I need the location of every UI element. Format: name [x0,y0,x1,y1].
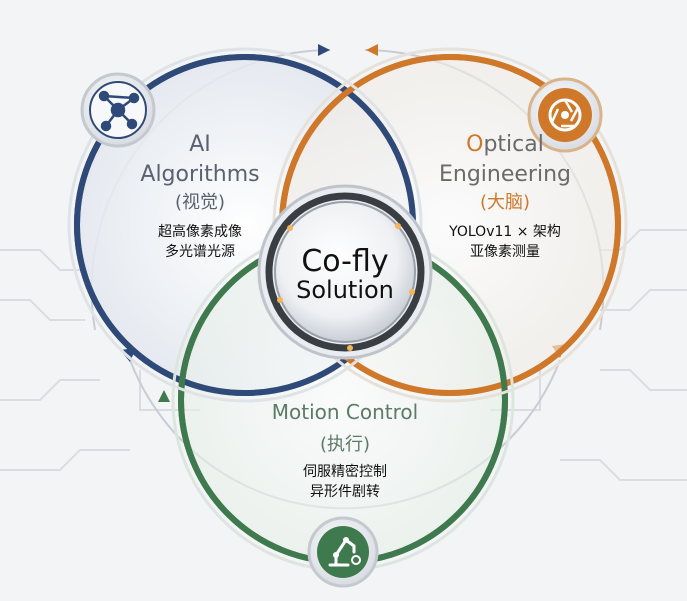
glow-dot [395,223,401,229]
robot-arm-icon [307,516,379,588]
optical-description: YOLOv11 × 架构 亚像素测量 [410,222,600,262]
optical-title-accent: O [466,132,484,157]
motion-desc-line2: 异形件剧转 [310,484,380,500]
arrow-top-right [366,44,378,56]
optical-subtitle: (大脑) [479,192,531,213]
network-nodes-icon [80,72,156,148]
optical-title: Optical Engineering [410,130,600,190]
arrow-bottom-left [158,390,170,402]
motion-title: Motion Control [271,400,419,424]
ai-description: 超高像素成像 多光谱光源 [110,222,290,262]
optical-title-rest: ptical [483,132,544,157]
optical-title-line2: Engineering [439,162,571,187]
glow-dot [409,289,415,295]
glow-dot [287,225,293,231]
rim-ai [67,47,423,403]
glow-dot [277,297,283,303]
motion-subtitle: (执行) [319,434,371,455]
optical-desc-line2: 亚像素测量 [470,244,540,260]
ai-title: AI Algorithms [110,130,290,190]
camera-aperture-icon [527,77,603,153]
ai-desc-line2: 多光谱光源 [165,244,235,260]
center-badge [257,184,433,360]
arrow-top-left [318,44,330,56]
center-title-line1: Co-fly [301,244,389,279]
motion-desc-line1: 伺服精密控制 [303,464,387,480]
ai-title-line2: Algorithms [140,162,260,187]
motion-description: 伺服精密控制 异形件剧转 [230,462,460,502]
ai-title-line1: AI [189,132,211,157]
glow-dot [347,345,353,351]
optical-desc-line1: YOLOv11 × 架构 [449,224,561,240]
ai-desc-line1: 超高像素成像 [158,224,242,240]
ai-subtitle: (视觉) [174,192,226,213]
center-title-line2: Solution [296,276,394,304]
